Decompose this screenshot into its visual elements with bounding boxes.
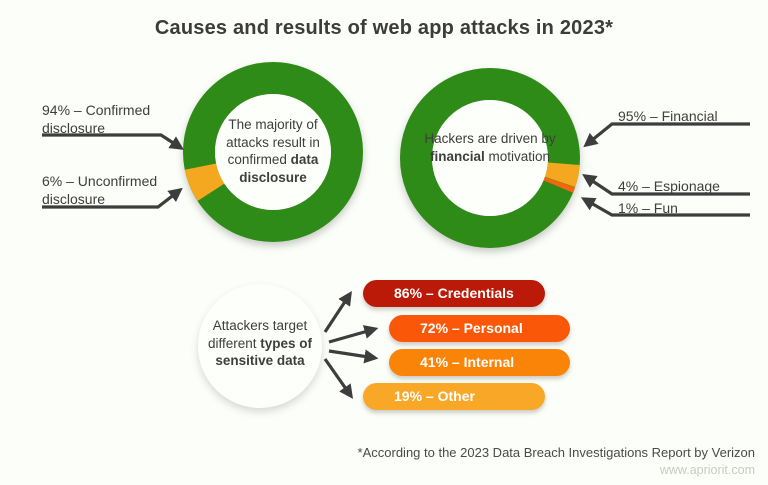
callout-fun: 1% – Fun <box>618 200 678 216</box>
arrow-to-credentials <box>323 291 352 333</box>
donut-right-center-text: Hackers are driven by financial motivati… <box>424 130 556 165</box>
bar-other: 19% – Other <box>363 383 545 410</box>
donut-left-center-text: The majority of attacks result in confir… <box>208 116 338 186</box>
bar-internal-label: 41% – Internal <box>420 354 515 370</box>
footer: *According to the 2023 Data Breach Inves… <box>358 445 755 477</box>
bar-credentials: 86% – Credentials <box>363 280 545 307</box>
arrow-to-other <box>323 358 354 399</box>
arrow-to-personal <box>328 325 379 344</box>
donut-chart-data-disclosure <box>183 62 363 242</box>
callout-financial: 95% – Financial <box>618 108 718 124</box>
bar-credentials-label: 86% – Credentials <box>394 285 514 301</box>
callout-unconfirmed-disclosure: 6% – Unconfirmed disclosure <box>42 173 158 208</box>
donut-right-center-pre: Hackers are driven by <box>424 131 556 146</box>
target-circle-text-regular: Attackers target different <box>207 318 308 351</box>
target-circle-text-bold: types of sensitive data <box>215 335 313 369</box>
bar-other-label: 19% – Other <box>394 388 475 404</box>
website-url: www.apriorit.com <box>659 463 755 477</box>
callout-confirmed-disclosure: 94% – Confirmed disclosure <box>42 102 151 137</box>
arrow-financial <box>583 122 750 148</box>
donut-segment-fun <box>400 68 580 248</box>
donut-segment-confirmed <box>183 62 363 242</box>
callout-espionage: 4% – Espionage <box>618 178 720 194</box>
target-circle <box>198 284 322 408</box>
donut-chart-hacker-motivation <box>400 68 580 248</box>
target-circle-text: Attackers target different types of sens… <box>200 317 320 370</box>
donut-right-center-post: motivation <box>484 148 551 164</box>
bar-internal: 41% – Internal <box>389 349 570 376</box>
source-note: *According to the 2023 Data Breach Inves… <box>357 445 755 460</box>
donut-hole <box>215 94 331 210</box>
donut-left-center-bold: data disclosure <box>239 152 319 185</box>
bar-personal: 72% – Personal <box>389 315 570 342</box>
donut-segment-financial <box>400 68 580 248</box>
donut-left-center-regular: The majority of attacks result in confir… <box>226 117 320 168</box>
page-title: Causes and results of web app attacks in… <box>154 17 614 39</box>
arrow-to-internal <box>328 349 379 364</box>
donut-hole <box>432 100 548 216</box>
bar-personal-label: 72% – Personal <box>420 320 523 336</box>
donut-right-center-bold: financial <box>429 148 485 164</box>
